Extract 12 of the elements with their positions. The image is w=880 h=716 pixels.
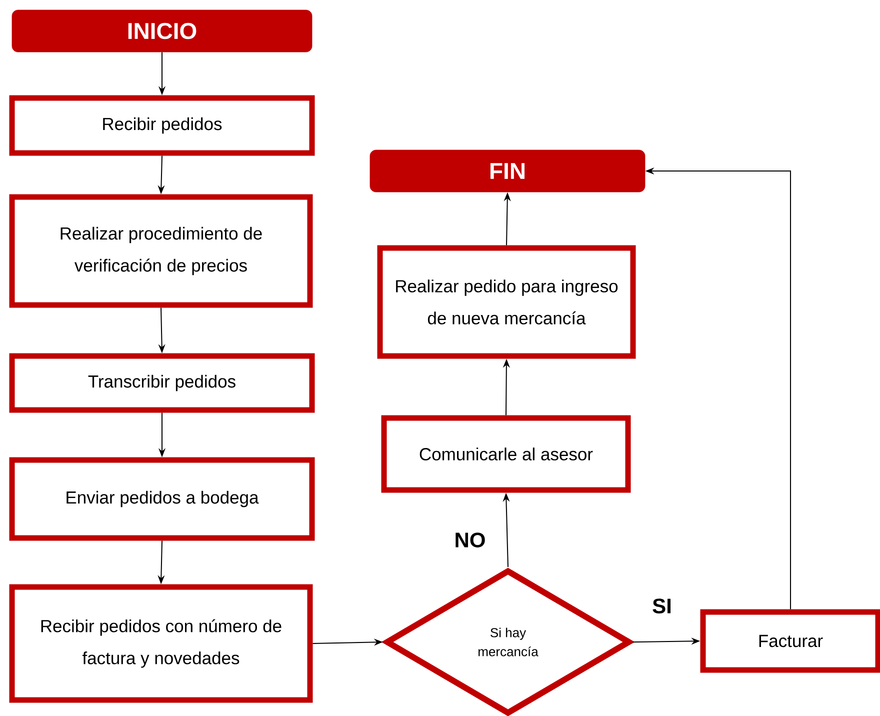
process-box: Facturar [700, 609, 880, 673]
edge-label: SI [650, 596, 674, 616]
edge-label: NO [452, 530, 488, 550]
process-box: Realizar procedimiento de verificación de precios [9, 194, 313, 308]
process-box: Comunicarle al asesor [381, 415, 631, 493]
process-box: Realizar pedido para ingreso de nueva mercancía [377, 245, 636, 359]
process-box: Enviar pedidos a bodega [9, 457, 315, 541]
process-box: Recibir pedidos con número de factura y novedades [9, 584, 313, 703]
process-box: Recibir pedidos [9, 95, 315, 156]
terminal-box: FIN [370, 150, 646, 192]
terminal-box: INICIO [12, 10, 312, 52]
process-box: Transcribir pedidos [9, 353, 315, 413]
